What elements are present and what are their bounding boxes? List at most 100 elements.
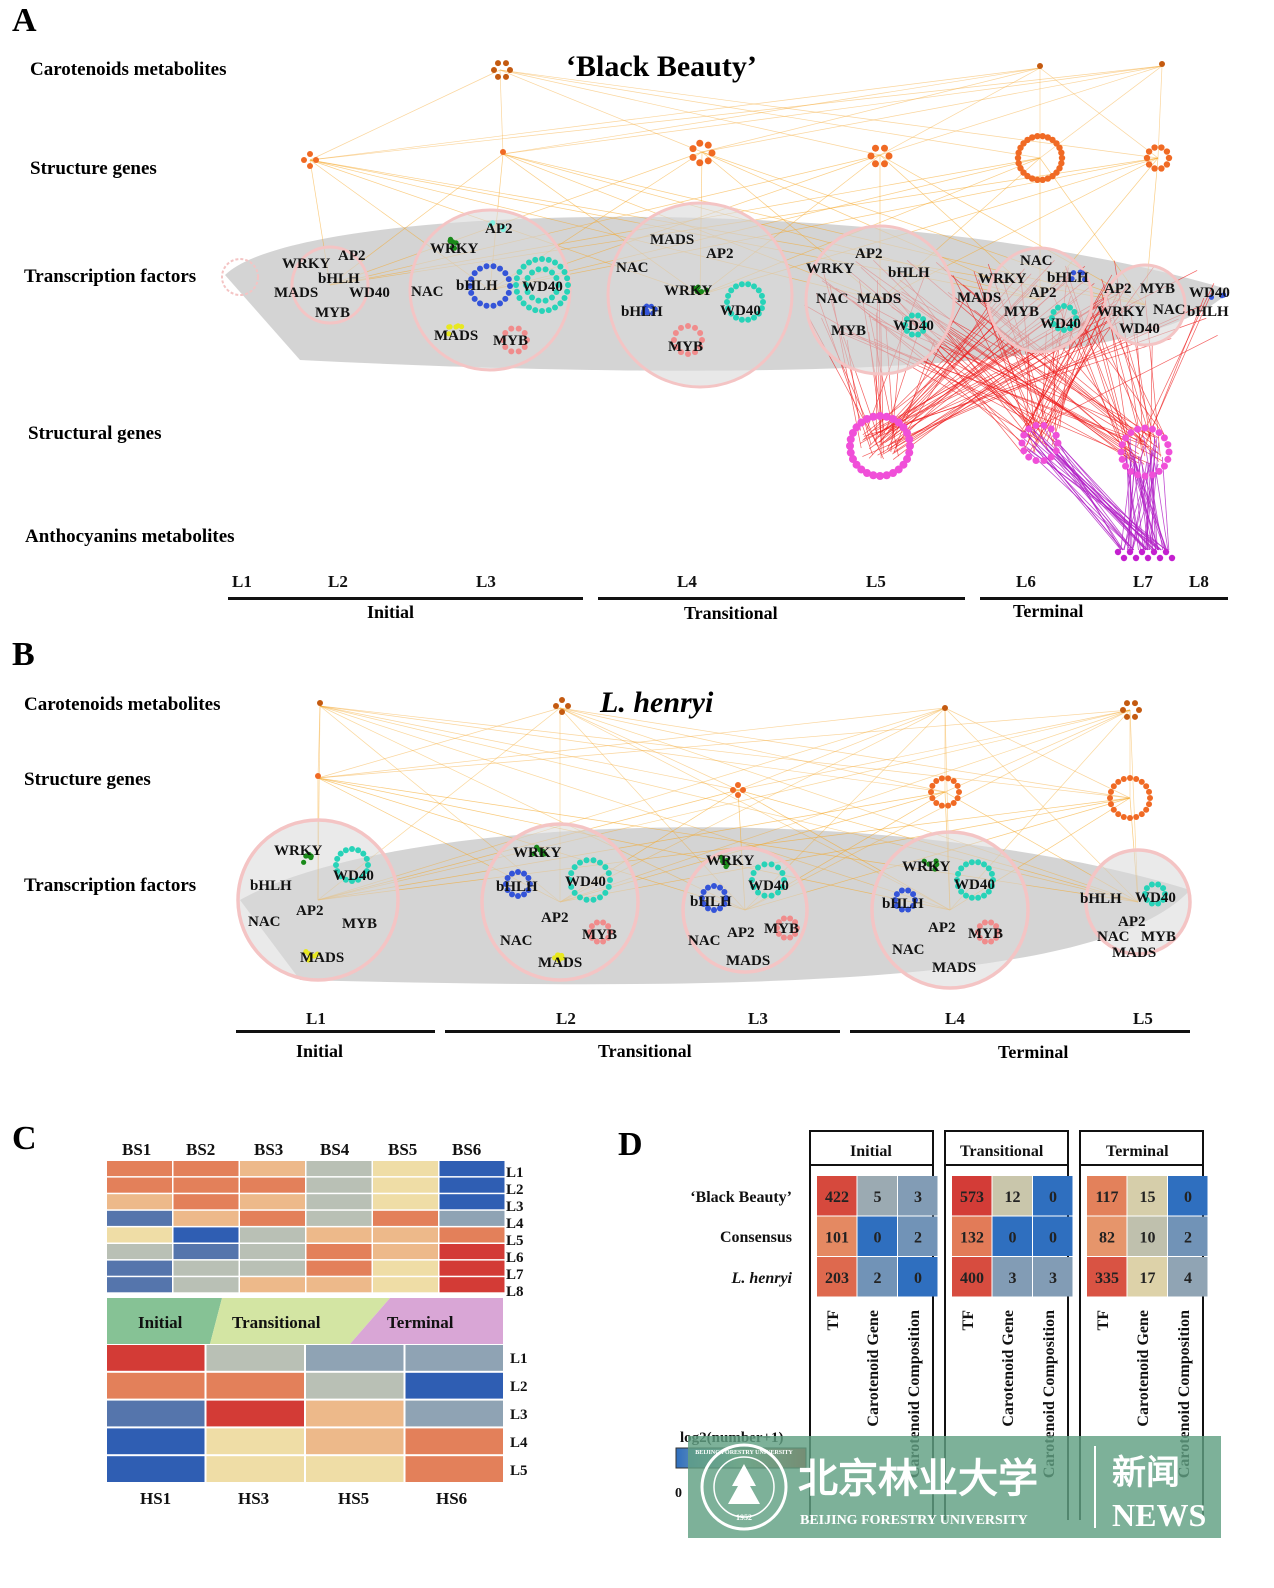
b-tf-node	[314, 951, 320, 957]
d-cell-value: 422	[825, 1189, 849, 1206]
a-structural-node	[905, 448, 914, 457]
c-top-cell	[173, 1210, 239, 1226]
d-cell-value: 0	[874, 1230, 882, 1247]
b-tf-group	[681, 846, 809, 974]
d-cell-value: 2	[1184, 1230, 1192, 1247]
b-structure-node	[1115, 778, 1122, 785]
a-anthocyanin-node	[1144, 554, 1152, 562]
b-structure-node	[1120, 775, 1127, 782]
b-tf-node	[933, 862, 939, 868]
a-structure-node	[313, 157, 319, 163]
b-tf-node	[597, 859, 603, 866]
a-structural-node	[903, 428, 912, 437]
a-tf-node	[468, 289, 475, 296]
b-tf-label: bHLH	[690, 894, 732, 910]
a-tf-label: MYB	[1140, 281, 1175, 297]
a-edge	[502, 65, 1163, 155]
a-tf-node	[1061, 327, 1067, 333]
a-structural-node	[1127, 467, 1135, 475]
b-tf-node	[774, 864, 781, 871]
a-structure-node	[1017, 165, 1024, 172]
b-edge	[944, 707, 1131, 799]
b-tf-node	[583, 857, 590, 864]
b-edge	[317, 791, 946, 901]
a-tf-label: bHLH	[318, 271, 360, 287]
c-bottom-cell	[306, 1372, 404, 1399]
a-tf-label: NAC	[816, 291, 849, 307]
a-tf-node	[758, 292, 765, 299]
a-structure-node	[1034, 132, 1041, 140]
a-tf-node	[738, 281, 745, 288]
a-edge	[1033, 429, 1147, 551]
d-cell	[1168, 1257, 1208, 1297]
a-tf-node	[728, 287, 735, 294]
a-structural-node	[1047, 425, 1055, 433]
university-seal-icon	[700, 1443, 788, 1531]
b-tf-node	[975, 894, 982, 901]
a-tf-node	[1081, 276, 1088, 283]
b-tf-node	[593, 919, 600, 926]
b-structure-node	[956, 789, 962, 795]
a-tf-node	[557, 263, 564, 270]
c-top-cell	[107, 1161, 172, 1177]
b-structure-node	[950, 799, 957, 806]
b-tf-label: WRKY	[274, 843, 323, 859]
b-structure-node	[1107, 795, 1113, 801]
d-cell	[1087, 1176, 1127, 1216]
a-row-transcription-factors: Transcription factors	[24, 266, 197, 287]
b-tf-label: NAC	[1097, 929, 1130, 945]
b-structure-node	[740, 787, 746, 793]
c-bottom-cell	[206, 1345, 304, 1371]
c-bottom-cell	[206, 1428, 304, 1455]
a-tf-node	[500, 337, 506, 343]
b-carotenoid-node	[1124, 700, 1130, 707]
a-tf-label: NAC	[1020, 253, 1053, 269]
a-structure-node	[689, 153, 697, 161]
c-row-label: L2	[510, 1379, 528, 1395]
c-top-cell	[173, 1194, 239, 1210]
a-tf-label: NAC	[1153, 302, 1186, 318]
b-tf-node	[363, 868, 370, 875]
a-tf-group	[606, 201, 794, 389]
b-structure-node	[1147, 795, 1153, 801]
a-anthocyanin-node	[1168, 554, 1176, 562]
b-tf-node	[981, 892, 987, 899]
a-tf-node	[1050, 309, 1057, 315]
c-top-cell	[240, 1177, 305, 1193]
a-anthocyanin-node	[1120, 554, 1128, 562]
b-tf-node	[892, 897, 898, 903]
d-col-label: Carotenoid Gene	[1135, 1310, 1152, 1427]
a-structural-node	[1164, 455, 1172, 463]
c-row-label: L2	[506, 1182, 524, 1198]
a-tf-node	[542, 297, 549, 304]
b-carotenoid-node	[565, 703, 571, 709]
a-structural-node	[1165, 448, 1173, 456]
a-tf-node	[468, 276, 475, 283]
a-row-structural-genes: Structural genes	[28, 423, 162, 444]
a-tf-node	[745, 316, 752, 323]
a-tf-node	[678, 349, 684, 356]
a-edge	[1151, 436, 1155, 551]
b-tf-node	[981, 861, 987, 868]
c-col-label: HS3	[238, 1489, 269, 1508]
b-tf-node	[568, 883, 575, 890]
b-edge	[319, 705, 1131, 799]
b-tf-node	[721, 889, 728, 895]
a-edge	[1049, 427, 1122, 551]
a-tf-label: WD40	[720, 303, 761, 319]
b-tf-label: MADS	[932, 960, 976, 976]
b-tf-label: MYB	[764, 921, 799, 937]
d-row-label: L. henryi	[731, 1270, 793, 1287]
a-structural-node	[889, 414, 898, 423]
b-tf-node	[755, 889, 762, 896]
b-tf-node	[577, 894, 583, 901]
a-carotenoid-node	[503, 60, 509, 67]
a-tf-node	[490, 302, 497, 309]
c-top-cell	[240, 1227, 305, 1243]
c-top-cell	[240, 1161, 305, 1177]
b-structure-node	[1138, 778, 1145, 785]
c-top-cell	[306, 1277, 372, 1293]
b-tf-node	[342, 876, 349, 883]
b-level: L1	[306, 1009, 326, 1028]
a-tf-node	[908, 312, 915, 319]
